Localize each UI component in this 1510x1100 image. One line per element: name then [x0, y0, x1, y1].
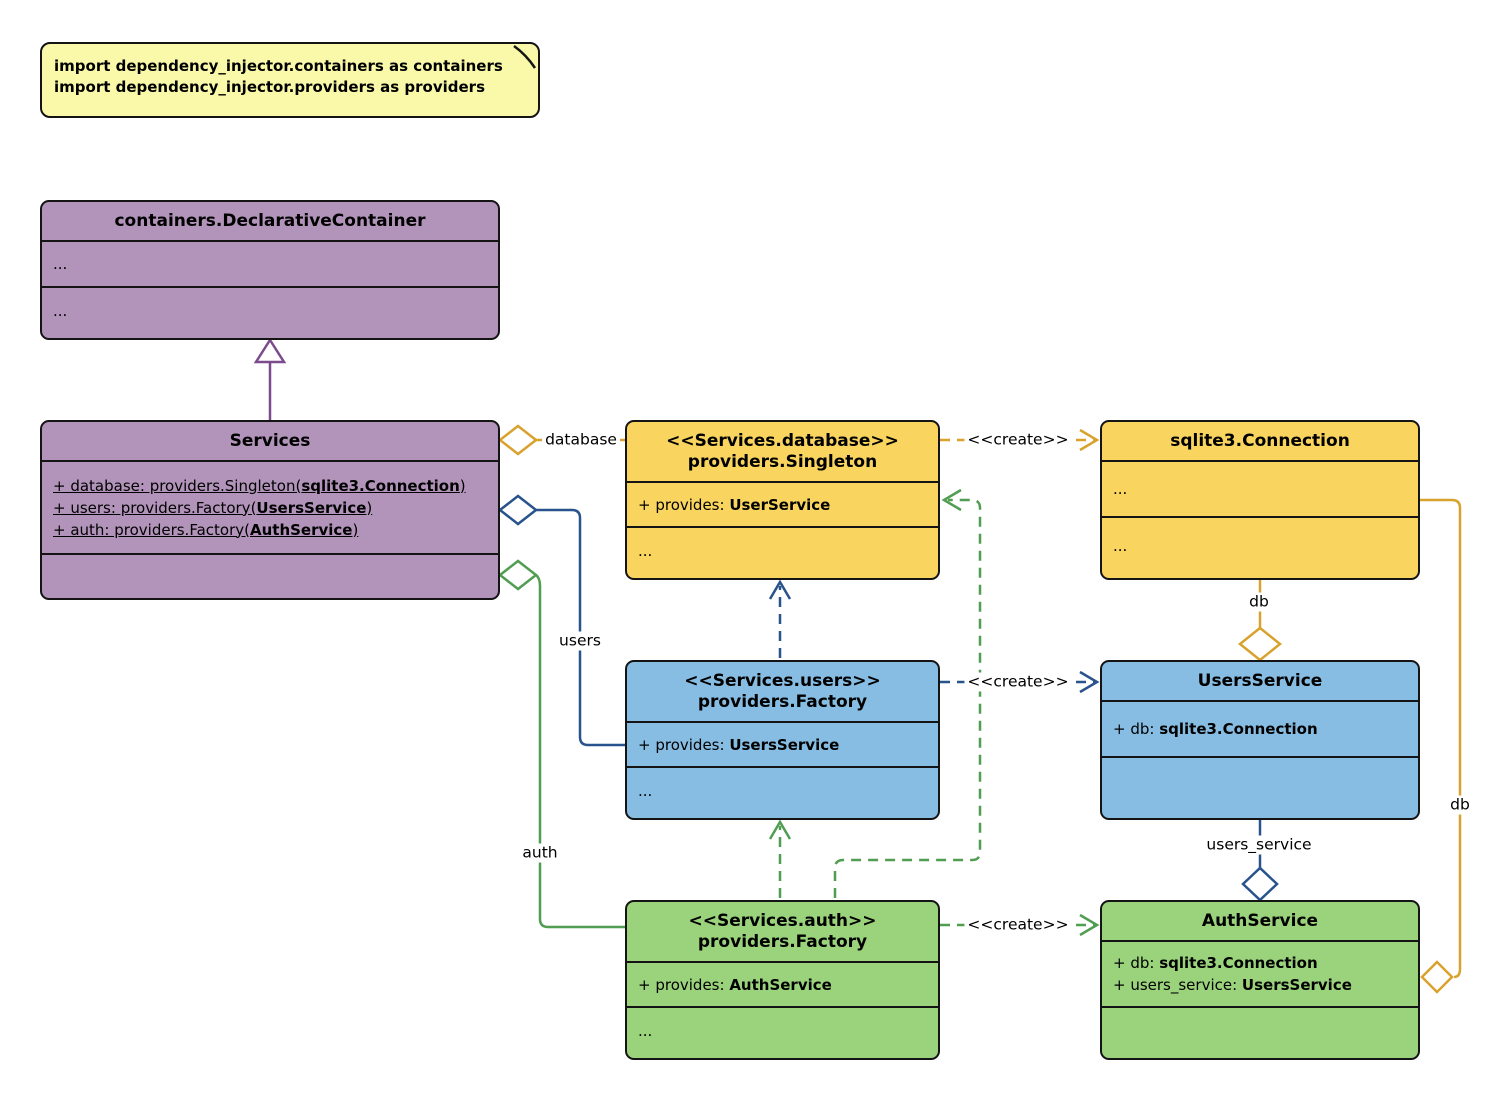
class-title: containers.DeclarativeContainer — [114, 210, 426, 231]
class-stereotype: <<Services.auth>> — [688, 910, 877, 931]
class-attributes: + provides: UsersService — [627, 721, 938, 766]
edge-label-users-service: users_service — [1203, 835, 1315, 855]
class-title: AuthService — [1201, 910, 1319, 931]
class-compartment: ... — [42, 240, 498, 286]
class-compartment: ... — [627, 766, 938, 814]
class-title: <<Services.users>> providers.Factory — [627, 662, 938, 721]
class-title: UsersService — [1197, 670, 1323, 691]
attribute-provides: + provides: UsersService — [638, 735, 840, 754]
edge-label-db-mid: db — [1246, 592, 1272, 612]
edge-label-create-auth: <<create>> — [964, 915, 1072, 935]
edge-label-create-users: <<create>> — [964, 672, 1072, 692]
note-line: import dependency_injector.providers as … — [54, 78, 486, 96]
edge-label-auth: auth — [519, 843, 561, 863]
arrowhead-dependency-auth-singleton-icon — [941, 488, 962, 512]
class-compartment-empty — [42, 553, 498, 594]
class-name: providers.Singleton — [687, 451, 878, 472]
class-compartment: ... — [1102, 516, 1418, 574]
class-services: Services + database: providers.Singleton… — [40, 420, 500, 600]
class-title: sqlite3.Connection — [1170, 430, 1350, 451]
aggregation-diamond-db-icon — [1237, 626, 1283, 662]
attribute-db: + db: sqlite3.Connection — [1113, 954, 1318, 972]
class-factory-users: <<Services.users>> providers.Factory + p… — [625, 660, 940, 820]
class-attributes: + provides: AuthService — [627, 961, 938, 1006]
class-declarative-container: containers.DeclarativeContainer ... ... — [40, 200, 500, 340]
class-attributes: + db: sqlite3.Connection + users_service… — [1102, 940, 1418, 1006]
class-factory-auth: <<Services.auth>> providers.Factory + pr… — [625, 900, 940, 1060]
attribute-db: + db: sqlite3.Connection — [1113, 720, 1318, 738]
class-compartment-empty — [1102, 756, 1418, 814]
class-attributes: + database: providers.Singleton(sqlite3.… — [42, 460, 498, 553]
class-attributes: + provides: UserService — [627, 481, 938, 526]
class-stereotype: <<Services.database>> — [666, 430, 899, 451]
imports-note: import dependency_injector.containers as… — [40, 42, 540, 118]
class-compartment-empty — [1102, 1006, 1418, 1054]
class-users-service: UsersService + db: sqlite3.Connection — [1100, 660, 1420, 820]
class-compartment: ... — [42, 286, 498, 334]
attribute-database: + database: providers.Singleton(sqlite3.… — [53, 476, 466, 495]
class-attributes: + db: sqlite3.Connection — [1102, 700, 1418, 756]
edge-users — [536, 508, 625, 747]
edge-label-db-right: db — [1447, 795, 1473, 815]
generalization-triangle-icon — [253, 337, 287, 364]
class-compartment: ... — [627, 1006, 938, 1054]
edge-db-authservice — [1420, 498, 1462, 979]
class-auth-service: AuthService + db: sqlite3.Connection + u… — [1100, 900, 1420, 1060]
arrowhead-dependency-auth-icon — [768, 819, 792, 840]
class-sqlite3-connection: sqlite3.Connection ... ... — [1100, 420, 1420, 580]
class-name: providers.Factory — [697, 931, 868, 952]
edge-label-create-database: <<create>> — [964, 430, 1072, 450]
class-stereotype: <<Services.users>> — [684, 670, 881, 691]
attribute-users-service: + users_service: UsersService — [1113, 976, 1352, 994]
attribute-provides: + provides: UserService — [638, 495, 831, 514]
class-compartment: ... — [1102, 460, 1418, 516]
class-singleton-database: <<Services.database>> providers.Singleto… — [625, 420, 940, 580]
arrowhead-dependency-users-icon — [768, 579, 792, 600]
aggregation-diamond-users-icon — [497, 494, 539, 526]
arrowhead-create-database-icon — [1079, 428, 1100, 452]
edge-label-database: database — [542, 430, 620, 450]
note-line: import dependency_injector.containers as… — [54, 57, 503, 75]
aggregation-diamond-auth-icon — [497, 559, 539, 591]
note-fold-icon — [513, 44, 537, 69]
attribute-auth: + auth: providers.Factory(AuthService) — [53, 520, 359, 539]
class-title: <<Services.database>> providers.Singleto… — [627, 422, 938, 481]
attribute-provides: + provides: AuthService — [638, 975, 832, 994]
class-title: <<Services.auth>> providers.Factory — [627, 902, 938, 961]
class-compartment: ... — [627, 526, 938, 574]
aggregation-diamond-database-icon — [497, 424, 539, 456]
edge-auth — [535, 574, 625, 929]
aggregation-diamond-db-right-icon — [1420, 960, 1454, 994]
aggregation-diamond-users-service-icon — [1241, 866, 1279, 902]
arrowhead-create-users-icon — [1079, 670, 1100, 694]
arrowhead-create-auth-icon — [1079, 913, 1100, 937]
class-name: providers.Factory — [697, 691, 868, 712]
class-title: Services — [229, 430, 311, 451]
attribute-users: + users: providers.Factory(UsersService) — [53, 498, 373, 517]
edge-label-users: users — [556, 631, 604, 651]
